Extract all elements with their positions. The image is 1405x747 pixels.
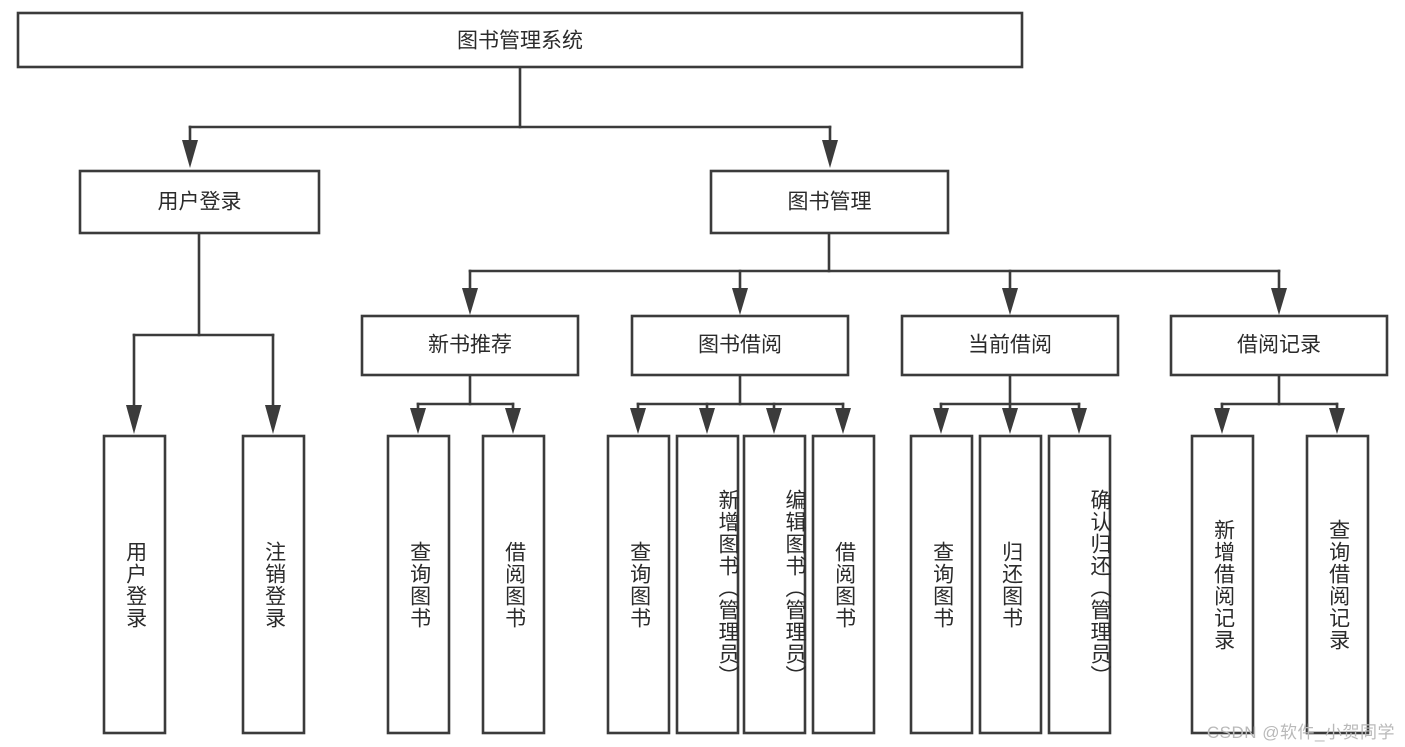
leaf-box-newbook-query[interactable] — [386, 434, 451, 735]
node-book-borrow-label: 图书借阅 — [698, 334, 782, 357]
connector-newbook-to-leaves — [410, 373, 521, 434]
connector-userlogin-to-leaves — [126, 231, 281, 434]
arrow-head-leaf-user-login — [126, 405, 142, 434]
node-user-login[interactable]: 用户登录 — [78, 169, 321, 235]
leaf-box-bb-add[interactable] — [675, 434, 740, 735]
arrow-head-book-manage — [822, 140, 838, 168]
connector-bookmanage-to-level2 — [462, 231, 1287, 315]
arrow-head-currentborrow-leaf-2 — [1002, 408, 1018, 434]
arrow-head-borrowrecord-leaf-1 — [1214, 408, 1230, 434]
leaf-box-cb-confirm[interactable] — [1047, 434, 1112, 735]
arrow-head-book-borrow — [732, 288, 748, 315]
arrow-head-borrow-record — [1271, 288, 1287, 315]
arrow-head-bookborrow-leaf-2 — [699, 408, 715, 434]
leaf-box-bb-borrow[interactable] — [811, 434, 876, 735]
arrow-head-currentborrow-leaf-1 — [933, 408, 949, 434]
node-new-book-recommend-label: 新书推荐 — [428, 334, 512, 357]
node-book-borrow[interactable]: 图书借阅 — [630, 314, 850, 377]
node-current-borrow[interactable]: 当前借阅 — [900, 314, 1120, 377]
arrow-head-currentborrow-leaf-3 — [1071, 408, 1087, 434]
leaf-box-bb-edit[interactable] — [742, 434, 807, 735]
leaf-box-br-add[interactable] — [1190, 434, 1255, 735]
leaf-box-user-login[interactable] — [102, 434, 167, 735]
leaf-box-bb-query[interactable] — [606, 434, 671, 735]
node-current-borrow-label: 当前借阅 — [968, 334, 1052, 357]
node-borrow-record-label: 借阅记录 — [1237, 334, 1321, 357]
leaf-box-newbook-borrow[interactable] — [481, 434, 546, 735]
arrow-head-bookborrow-leaf-4 — [835, 408, 851, 434]
arrow-head-new-book — [462, 288, 478, 315]
leaf-box-logout[interactable] — [241, 434, 306, 735]
arrow-head-newbook-leaf-1 — [410, 408, 426, 434]
node-root-system[interactable]: 图书管理系统 — [16, 11, 1024, 69]
node-new-book-recommend[interactable]: 新书推荐 — [360, 314, 580, 377]
leaf-box-br-query[interactable] — [1305, 434, 1370, 735]
leaf-box-cb-query[interactable] — [909, 434, 974, 735]
arrow-head-user-login — [182, 140, 198, 168]
arrow-head-leaf-logout — [265, 405, 281, 434]
node-user-login-label: 用户登录 — [158, 191, 242, 214]
node-borrow-record[interactable]: 借阅记录 — [1169, 314, 1389, 377]
arrow-head-current-borrow — [1002, 288, 1018, 315]
node-root-label: 图书管理系统 — [457, 30, 583, 53]
arrow-head-borrowrecord-leaf-2 — [1329, 408, 1345, 434]
connector-currentborrow-to-leaves — [933, 373, 1087, 434]
csdn-watermark: CSDN @软件_小贺同学 — [1206, 723, 1395, 742]
arrow-head-bookborrow-leaf-3 — [766, 408, 782, 434]
node-book-manage[interactable]: 图书管理 — [709, 169, 950, 235]
arrow-head-bookborrow-leaf-1 — [630, 408, 646, 434]
arrow-head-newbook-leaf-2 — [505, 408, 521, 434]
leaf-boxes — [102, 434, 1370, 735]
connector-root-to-level1 — [182, 65, 838, 168]
connector-bookborrow-to-leaves — [630, 373, 851, 434]
node-book-manage-label: 图书管理 — [788, 191, 872, 214]
leaf-box-cb-return[interactable] — [978, 434, 1043, 735]
connector-borrowrecord-to-leaves — [1214, 373, 1345, 434]
